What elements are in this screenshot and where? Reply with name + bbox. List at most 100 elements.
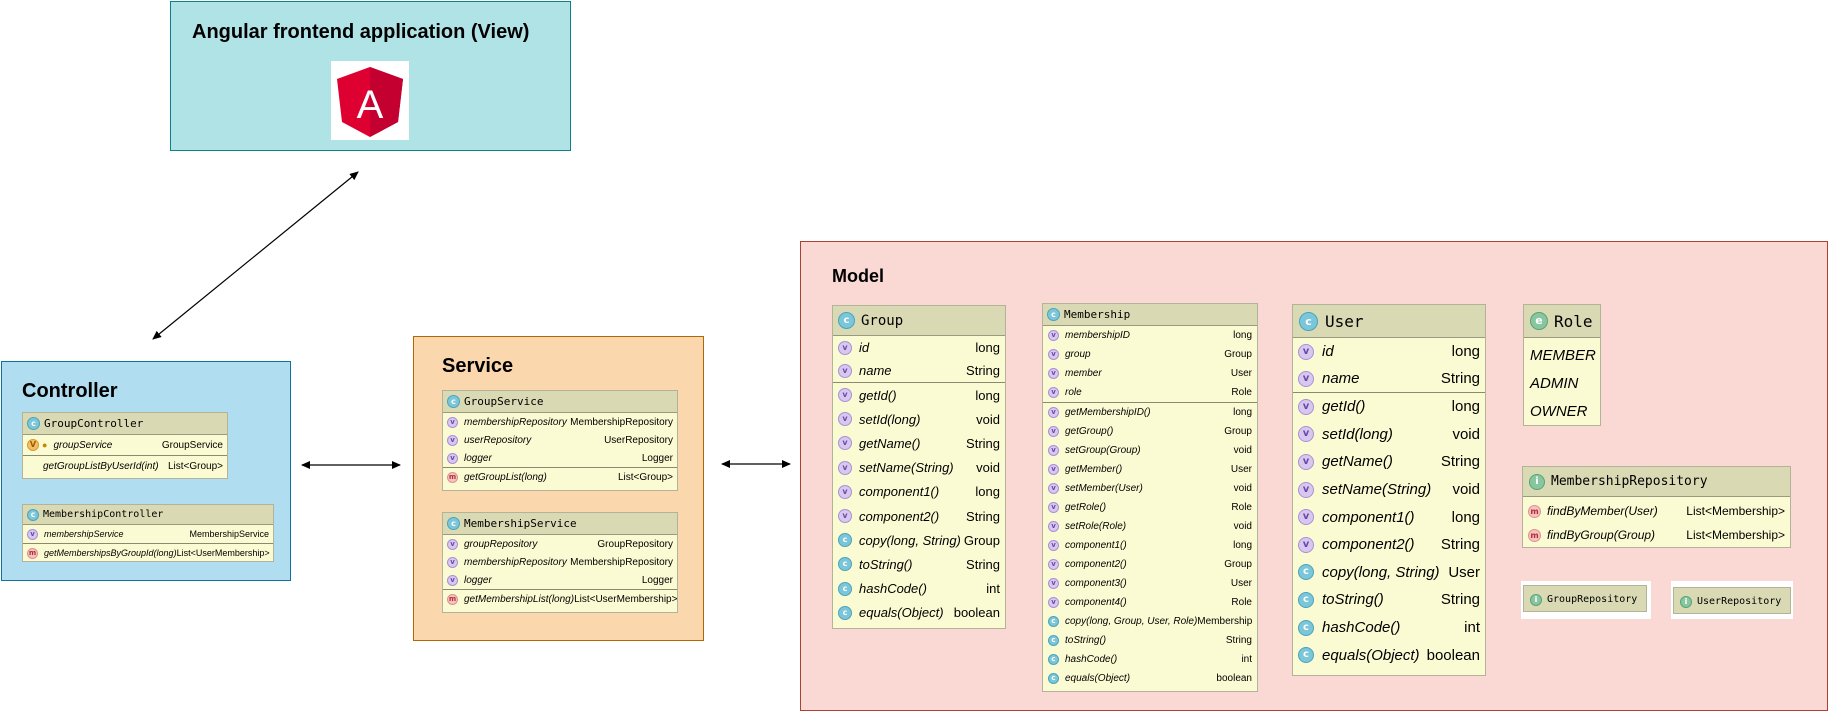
variable-icon: v	[1048, 330, 1059, 341]
method-row: m findByGroup(Group) List<Membership>	[1523, 523, 1790, 547]
method-section: m getMembershipList(long) List<UserMembe…	[443, 589, 677, 608]
field-row: v membershipRepository MembershipReposit…	[443, 553, 677, 571]
method-type: Role	[1231, 597, 1252, 608]
field-section: v membershipRepository MembershipReposit…	[443, 413, 677, 467]
method-name: component2()	[859, 508, 940, 524]
field-type: Logger	[641, 452, 673, 464]
class-name: Role	[1554, 311, 1593, 331]
field-type: long	[975, 340, 1000, 355]
enum-value: OWNER	[1530, 402, 1588, 420]
method-type: List<Membership>	[1686, 504, 1785, 518]
method-type: int	[986, 581, 1000, 597]
method-type: List<UserMembership>	[574, 593, 678, 605]
class-method-icon: c	[1048, 616, 1059, 627]
field-type: Logger	[641, 574, 673, 586]
field-type: MembershipRepository	[570, 556, 673, 568]
group-controller-class[interactable]: c GroupController V ● groupService Group…	[22, 412, 228, 479]
membership-service-class[interactable]: c MembershipService v groupRepository Gr…	[442, 512, 678, 613]
method-type: long	[1233, 407, 1252, 418]
enum-icon: e	[1530, 312, 1548, 330]
class-method-icon: c	[1298, 591, 1314, 608]
class-icon: c	[27, 417, 40, 430]
class-name: GroupController	[44, 417, 144, 430]
method-section: m getMembershipsByGroupId(long) List<Use…	[23, 543, 273, 561]
class-header: c MembershipService	[443, 513, 677, 535]
group-service-class[interactable]: c GroupService v membershipRepository Me…	[442, 390, 678, 491]
class-header: i MembershipRepository	[1523, 467, 1790, 497]
angular-logo-letter: A	[357, 83, 384, 127]
field-name: groupService	[53, 439, 113, 451]
method-name: setRole(Role)	[1065, 521, 1127, 532]
user-repository-interface[interactable]: i UserRepository	[1673, 587, 1791, 614]
model-title: Model	[832, 266, 884, 286]
method-type: String	[1225, 635, 1252, 646]
method-name: getGroup()	[1065, 426, 1114, 437]
method-type: User	[1230, 578, 1252, 589]
variable-icon: v	[1298, 481, 1314, 498]
method-name: getGroupListByUserId(int)	[43, 460, 159, 472]
class-name: User	[1325, 311, 1364, 331]
method-name: component1()	[1322, 508, 1415, 526]
field-name: name	[1322, 370, 1360, 387]
method-name: getMembershipList(long)	[464, 593, 575, 605]
field-row: V ● groupService GroupService	[23, 435, 227, 455]
field-type: long	[1451, 343, 1480, 360]
method-name: equals(Object)	[1322, 646, 1420, 664]
class-icon: c	[1047, 308, 1060, 321]
field-name: group	[1065, 349, 1091, 360]
method-icon: m	[1528, 528, 1541, 542]
method-name: hashCode()	[1322, 619, 1401, 637]
membership-controller-class[interactable]: c MembershipController v membershipServi…	[22, 504, 274, 562]
class-icon: c	[27, 508, 39, 521]
variable-icon: v	[1048, 426, 1059, 437]
variable-icon: v	[838, 509, 852, 524]
method-name: getId()	[859, 387, 897, 403]
method-icon: m	[447, 471, 458, 483]
method-row: m findByMember(User) List<Membership>	[1523, 499, 1790, 523]
method-type: void	[1233, 445, 1252, 456]
field-name: userRepository	[464, 434, 532, 446]
method-icon: m	[447, 593, 458, 605]
method-type: Group	[1224, 559, 1252, 570]
method-name: setMember(User)	[1065, 483, 1143, 494]
method-type: int	[1464, 619, 1480, 637]
method-name: toString()	[1065, 635, 1107, 646]
field-type: MembershipRepository	[570, 416, 673, 428]
variable-icon: v	[1048, 483, 1059, 494]
class-method-icon: c	[838, 605, 852, 620]
class-header: c GroupService	[443, 391, 677, 413]
angular-logo-icon: A	[337, 67, 403, 137]
method-name: findByMember(User)	[1547, 504, 1658, 518]
variable-icon: v	[838, 340, 852, 355]
field-type: GroupService	[161, 439, 223, 451]
method-section: m findByMember(User) List<Membership> m …	[1523, 497, 1790, 547]
group-repository-interface[interactable]: i GroupRepository	[1523, 585, 1647, 612]
class-icon: c	[1299, 311, 1318, 331]
field-name: membershipRepository	[464, 556, 567, 568]
role-enum[interactable]: e Role MEMBER ADMIN OWNER	[1523, 304, 1601, 426]
interface-icon: i	[1680, 595, 1692, 608]
field-name: membershipService	[44, 529, 124, 539]
method-name: setId(long)	[1322, 425, 1393, 443]
variable-icon: v	[1298, 426, 1314, 443]
method-name: hashCode()	[1065, 654, 1118, 665]
variable-icon: v	[1048, 368, 1059, 379]
membership-repository-interface[interactable]: i MembershipRepository m findByMember(Us…	[1522, 466, 1791, 548]
